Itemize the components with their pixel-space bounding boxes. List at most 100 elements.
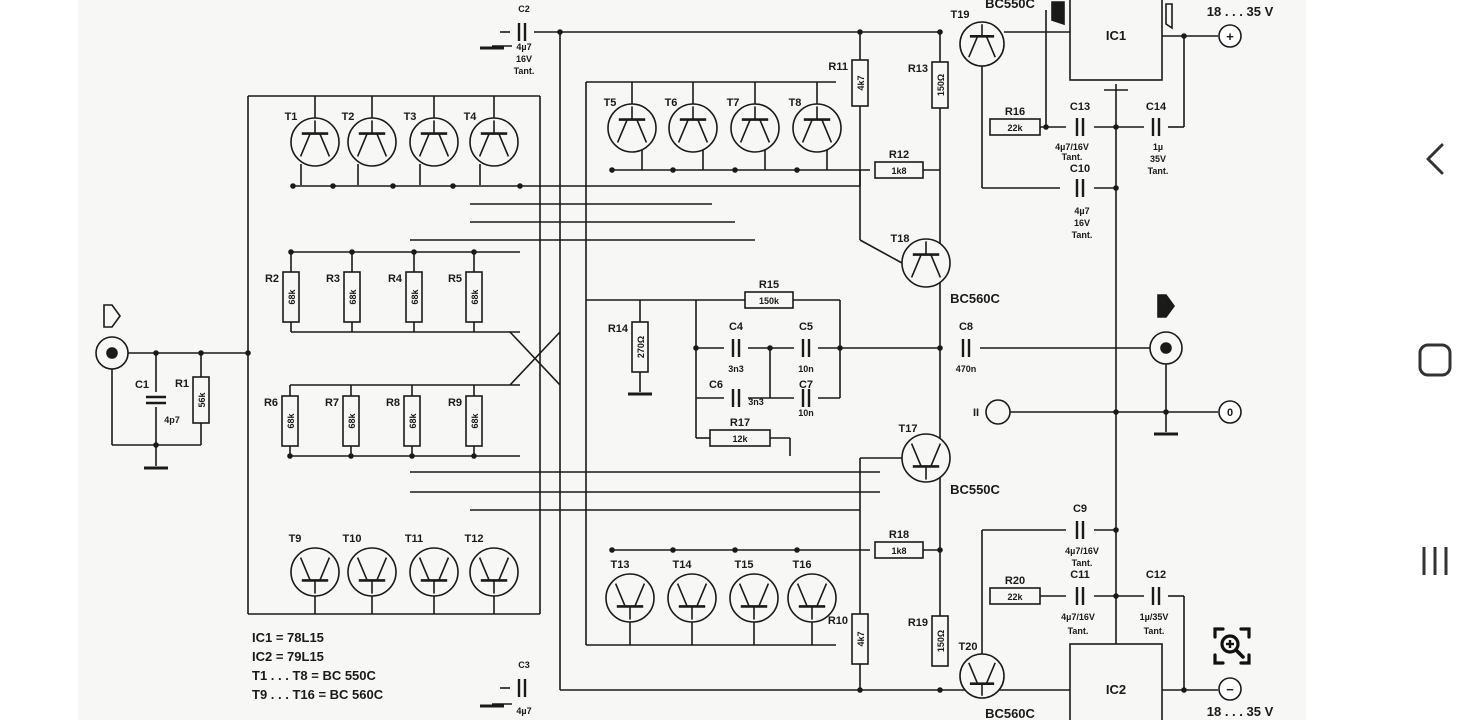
c8-value: 470n [956,364,977,374]
transistor-t2 [347,117,397,167]
r9-ref: R9 [448,397,462,409]
label-t14: T14 [673,559,693,571]
transistor-t8 [792,103,842,153]
back-icon [1426,143,1444,175]
terminal-zero [1218,400,1242,424]
r10-ref: R10 [828,615,848,627]
r19-value: 150Ω [936,630,946,652]
r13-value: 150Ω [936,74,946,96]
recents-button[interactable] [1412,538,1458,584]
c5-ref: C5 [799,321,813,333]
r4-value: 68k [410,289,420,305]
c3-value: 4µ7 [516,706,531,716]
c11-ref: C11 [1070,569,1090,581]
c2-value-0: 4µ7 [516,42,531,52]
r9 [465,395,483,447]
c2-value-2: Tant. [514,66,535,76]
c9-ref: C9 [1073,503,1087,515]
c3-ref: C3 [518,660,530,670]
r9-value: 68k [470,413,480,429]
navigation-bar [1390,0,1480,720]
label-t5: T5 [604,97,617,109]
r7 [342,395,360,447]
r7-ref: R7 [325,397,339,409]
label-t15: T15 [735,559,754,571]
label-t17-type: BC550C [950,482,1000,497]
transistor-t15 [729,573,779,623]
r12 [874,161,924,179]
r5-ref: R5 [448,273,462,285]
r10-value: 4k7 [856,631,866,646]
home-button[interactable] [1412,337,1458,383]
r17-value: 12k [732,434,748,444]
terminal-minus-label: − [1226,682,1234,697]
r13-ref: R13 [908,63,928,75]
r11-ref: R11 [828,61,848,73]
transistor-t7 [730,103,780,153]
supply-top-label: 18 . . . 35 V [1207,4,1274,19]
legend-line-2: IC2 = 79L15 [252,649,324,664]
transistor-t3 [409,117,459,167]
c13-value-1: Tant. [1062,152,1083,162]
label-t4: T4 [464,111,478,123]
c10-value-1: 16V [1074,218,1090,228]
label-t12: T12 [465,533,484,545]
r20-value: 22k [1007,592,1023,602]
r8-value: 68k [408,413,418,429]
r11-value: 4k7 [856,75,866,90]
ground-mark-label: II [973,407,979,419]
c4-value: 3n3 [728,364,744,374]
c12-value-1: Tant. [1144,626,1165,636]
c6-ref: C6 [709,379,723,391]
c12-ref: C12 [1146,569,1166,581]
c8-ref: C8 [959,321,973,333]
c14-ref: C14 [1146,101,1167,113]
r19 [931,615,949,667]
r14 [631,321,649,373]
c11-value-1: Tant. [1068,626,1089,636]
r15-ref: R15 [759,279,779,291]
r14-value: 270Ω [636,336,646,358]
transistor-t19 [959,21,1005,67]
r11 [851,59,869,107]
c9-value-0: 4µ7/16V [1065,546,1099,556]
r16-ref: R16 [1005,106,1025,118]
transistor-t18 [901,238,951,288]
r2-value: 68k [287,289,297,305]
legend-line-1: IC1 = 78L15 [252,630,324,645]
c4-ref: C4 [729,321,744,333]
ic2-label: IC2 [1106,682,1126,697]
r2-ref: R2 [265,273,279,285]
r4 [405,271,423,323]
r3-value: 68k [348,289,358,305]
home-icon [1418,343,1452,377]
c10-ref: C10 [1070,163,1090,175]
r16 [989,118,1041,136]
label-t2: T2 [342,111,355,123]
zoom-button[interactable] [1206,620,1258,672]
r20-ref: R20 [1005,575,1025,587]
c1-ref: C1 [135,379,149,391]
zoom-in-icon [1213,627,1251,665]
label-t11: T11 [405,533,423,545]
label-t8: T8 [789,97,802,109]
transistor-t16 [787,573,837,623]
transistor-t20 [959,653,1005,699]
r17 [709,429,771,447]
r14-ref: R14 [608,323,629,335]
c7-ref: C7 [799,379,813,391]
r8 [403,395,421,447]
c14-value-2: Tant. [1148,166,1169,176]
r3 [343,271,361,323]
transistor-t6 [668,103,718,153]
r13 [931,61,949,109]
c2-ref: C2 [518,4,530,14]
r20 [989,587,1041,605]
transistor-t12 [469,547,519,597]
c12-value-0: 1µ/35V [1140,612,1169,622]
back-button[interactable] [1412,136,1458,182]
transistor-t10 [347,547,397,597]
r12-ref: R12 [889,149,909,161]
